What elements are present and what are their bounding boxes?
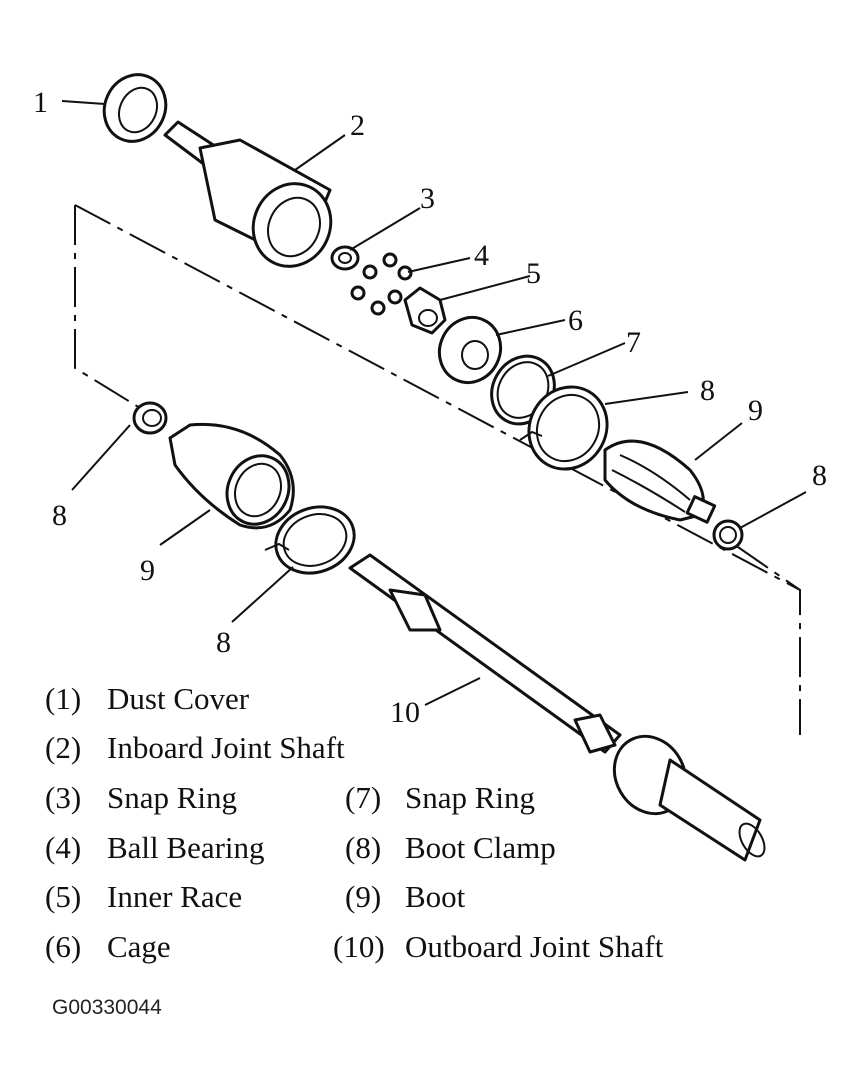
figure-id: G00330044	[52, 996, 162, 1019]
legend-label-1: Dust Cover	[107, 681, 250, 716]
callout-8-clamp-right-small: 8	[812, 459, 827, 492]
snap-ring-small	[330, 245, 360, 271]
outboard-joint-shaft	[348, 553, 766, 862]
legend-label-9: Boot	[405, 879, 466, 914]
legend-label-4: Ball Bearing	[107, 830, 265, 865]
boot-clamp-large-right	[519, 385, 609, 471]
legend-num-6: (6)	[45, 929, 81, 964]
legend-num-7: (7)	[345, 780, 381, 815]
callout-6: 6	[568, 304, 583, 337]
boot-clamp-large-left	[264, 505, 356, 575]
leader-lines	[61, 100, 807, 706]
legend-num-2: (2)	[45, 730, 81, 765]
callout-8-clamp-left-small: 8	[52, 499, 67, 532]
legend-num-5: (5)	[45, 879, 81, 914]
legend: (1) Dust Cover (2) Inboard Joint Shaft (…	[45, 681, 664, 964]
cage	[437, 316, 503, 384]
legend-label-10: Outboard Joint Shaft	[405, 929, 664, 964]
callout-10: 10	[390, 696, 420, 729]
legend-num-3: (3)	[45, 780, 81, 815]
legend-num-9: (9)	[345, 879, 381, 914]
callout-7: 7	[626, 326, 641, 359]
legend-label-2: Inboard Joint Shaft	[107, 730, 345, 765]
legend-num-10: (10)	[333, 929, 385, 964]
callout-9-boot-right: 9	[748, 394, 763, 427]
legend-label-7: Snap Ring	[405, 780, 535, 815]
callout-8-clamp-right-large: 8	[700, 374, 715, 407]
legend-label-5: Inner Race	[107, 879, 242, 914]
legend-num-1: (1)	[45, 681, 81, 716]
legend-label-3: Snap Ring	[107, 780, 237, 815]
assembly-bracket	[74, 204, 801, 735]
legend-label-6: Cage	[107, 929, 171, 964]
callout-5: 5	[526, 257, 541, 290]
dust-cover	[102, 73, 168, 143]
callout-3: 3	[420, 182, 435, 215]
legend-num-4: (4)	[45, 830, 81, 865]
boot-right	[603, 439, 717, 524]
inboard-joint-shaft	[163, 120, 333, 268]
inner-race	[403, 286, 447, 335]
boot-clamp-small-right	[712, 519, 744, 551]
legend-label-8: Boot Clamp	[405, 830, 556, 865]
boot-clamp-small-left	[132, 401, 168, 435]
boot-left	[168, 422, 295, 530]
callout-2: 2	[350, 109, 365, 142]
ball-bearings	[350, 252, 413, 316]
callout-8-clamp-left-large: 8	[216, 626, 231, 659]
callout-1: 1	[33, 86, 48, 119]
callout-4: 4	[474, 239, 489, 272]
legend-num-8: (8)	[345, 830, 381, 865]
callout-9-boot-left: 9	[140, 554, 155, 587]
